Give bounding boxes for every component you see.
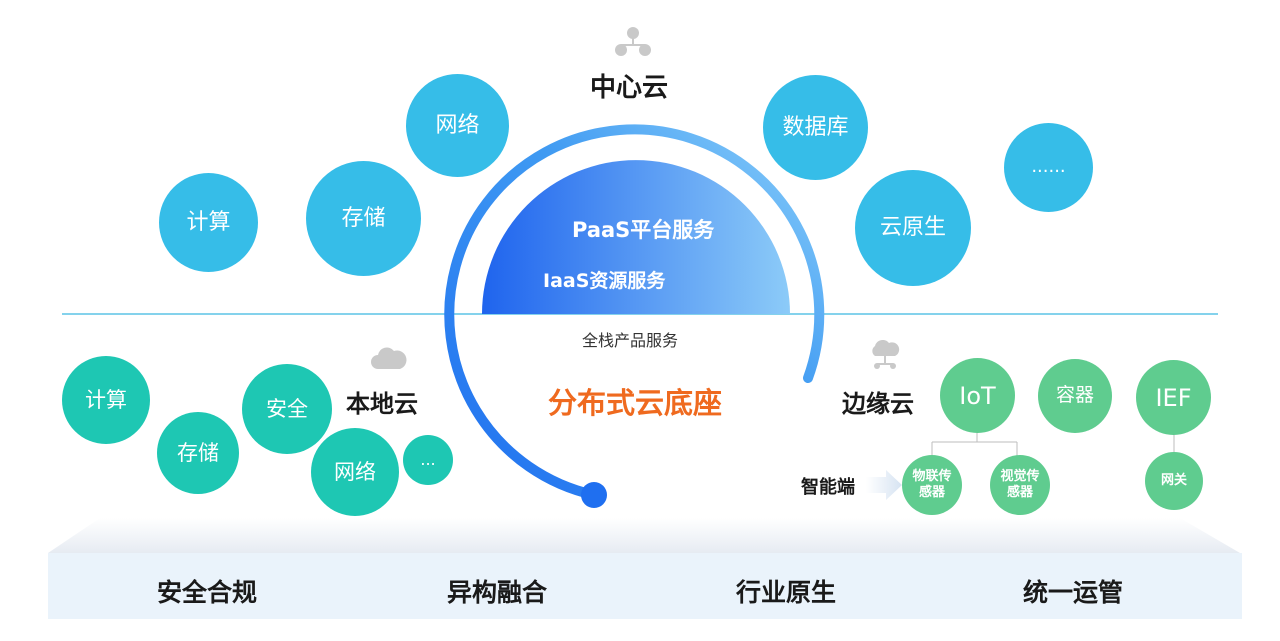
full-stack-label: 全栈产品服务 <box>582 331 679 350</box>
footer-item-industry-native: 行业原生 <box>736 578 837 607</box>
local-bubble-security: 安全 <box>242 364 332 454</box>
edge-gateway: 网关 <box>1145 452 1203 510</box>
local-cloud-icon <box>371 347 407 369</box>
center-bubble-database: 数据库 <box>763 75 868 180</box>
edge-bubble-container: 容器 <box>1038 359 1112 433</box>
smart-end-label: 智能端 <box>801 477 855 498</box>
local-bubble-network: 网络 <box>311 428 399 516</box>
center-cloud-label: 中心云 <box>590 73 669 103</box>
center-bubble-storage: 存储 <box>306 161 421 276</box>
edge-sensor-iot: 物联传感器 <box>902 455 962 515</box>
paas-label: PaaS平台服务 <box>572 218 715 242</box>
smart-end-arrow <box>866 470 902 500</box>
arc-end-dot <box>581 482 607 508</box>
network-cloud-icon <box>615 27 651 56</box>
distributed-cloud-title: 分布式云底座 <box>548 386 723 420</box>
edge-cloud-icon <box>872 340 900 369</box>
local-bubble-compute: 计算 <box>62 356 150 444</box>
iaas-label: IaaS资源服务 <box>543 270 666 292</box>
edge-tree-lines <box>931 432 1175 457</box>
center-bubble-cloud-native: 云原生 <box>855 170 971 286</box>
platform-top <box>48 518 1240 553</box>
footer-item-unified-ops: 统一运管 <box>1023 578 1124 607</box>
center-bubble-network: 网络 <box>406 74 509 177</box>
footer-band <box>48 553 1242 619</box>
local-cloud-label: 本地云 <box>346 390 418 418</box>
center-bubble-more: ...... <box>1004 123 1093 212</box>
platform-dome <box>482 160 790 314</box>
service-arc <box>444 124 825 500</box>
footer-item-compliance: 安全合规 <box>157 578 258 607</box>
edge-sensor-vision: 视觉传感器 <box>990 455 1050 515</box>
edge-bubble-ief: IEF <box>1136 360 1211 435</box>
edge-cloud-label: 边缘云 <box>842 390 914 418</box>
local-bubble-storage: 存储 <box>157 412 239 494</box>
center-bubble-compute: 计算 <box>159 173 258 272</box>
footer-item-heterogeneous: 异构融合 <box>447 578 548 607</box>
edge-bubble-iot: IoT <box>940 358 1015 433</box>
local-bubble-more: ... <box>403 435 453 485</box>
